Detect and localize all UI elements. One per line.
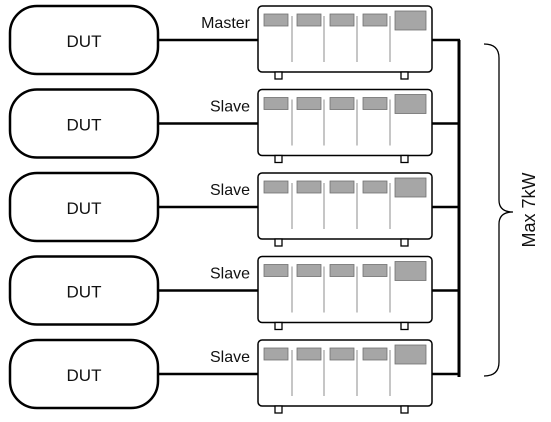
module-indicator — [362, 347, 388, 361]
module-indicator — [362, 97, 388, 110]
role-label: Slave — [210, 349, 250, 366]
module-indicator — [329, 264, 355, 277]
test-station-4: DUT Slave — [8, 255, 460, 331]
chassis-foot — [400, 238, 409, 247]
control-module-display — [394, 177, 427, 198]
module-indicator — [296, 13, 322, 27]
chassis-foot — [274, 405, 283, 414]
module-indicator — [296, 180, 322, 194]
control-module-display — [394, 10, 427, 31]
role-label: Master — [201, 15, 251, 32]
chassis-foot — [400, 321, 409, 331]
chassis-foot — [400, 71, 409, 80]
control-module-display — [394, 344, 427, 365]
role-label: Slave — [210, 182, 250, 199]
module-indicator — [329, 180, 355, 194]
module-indicator — [329, 347, 355, 361]
chassis-foot — [274, 71, 283, 80]
role-label: Slave — [210, 266, 250, 283]
total-power-brace — [483, 43, 514, 377]
max-power-label: Max 7kW — [519, 172, 539, 247]
module-indicator — [362, 264, 388, 277]
test-station-3: DUT Slave — [8, 171, 460, 247]
dut-label: DUT — [67, 199, 102, 218]
module-indicator — [329, 13, 355, 27]
dut-label: DUT — [67, 366, 102, 385]
chassis-foot — [400, 154, 409, 164]
module-indicator — [362, 180, 388, 194]
chassis-foot — [400, 405, 409, 414]
chassis-foot — [274, 238, 283, 247]
dut-label: DUT — [67, 116, 102, 135]
control-module-display — [394, 94, 427, 114]
dut-label: DUT — [67, 32, 102, 51]
control-module-display — [394, 261, 427, 281]
module-indicator — [263, 347, 289, 361]
chassis-foot — [274, 321, 283, 331]
module-indicator — [263, 13, 289, 27]
module-indicator — [362, 13, 388, 27]
module-indicator — [263, 264, 289, 277]
test-station-2: DUT Slave — [8, 88, 460, 164]
chassis-foot — [274, 154, 283, 164]
dut-label: DUT — [67, 283, 102, 302]
test-station-5: DUT Slave — [8, 338, 460, 414]
module-indicator — [263, 97, 289, 110]
role-label: Slave — [210, 99, 250, 116]
module-indicator — [296, 97, 322, 110]
module-indicator — [296, 347, 322, 361]
module-indicator — [263, 180, 289, 194]
test-station-1: DUT Master — [8, 4, 460, 80]
module-indicator — [296, 264, 322, 277]
module-indicator — [329, 97, 355, 110]
